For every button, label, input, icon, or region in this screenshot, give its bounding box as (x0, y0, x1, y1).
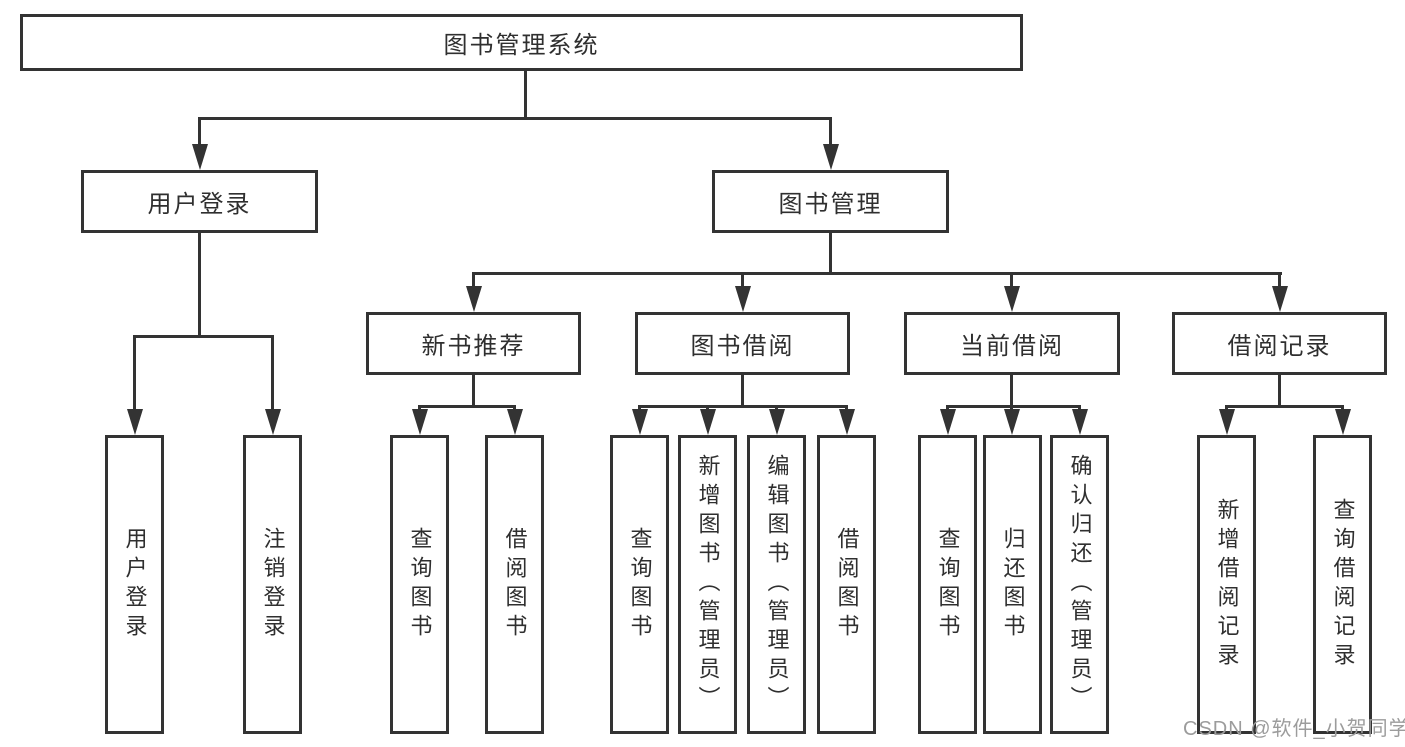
csdn-watermark: CSDN @软件_小贺同学 (1183, 718, 1405, 740)
leaf-borrow-books: 借阅图书 (485, 435, 544, 734)
leaf-edit-book-admin: 编辑图书（管理员） (747, 435, 806, 734)
arrow-down-icon (632, 409, 648, 435)
connector-book-borrow-branch (638, 405, 848, 408)
node-new-book-recommend: 新书推荐 (366, 312, 581, 375)
connector-new-book-stem (472, 375, 475, 408)
arrow-down-icon (940, 409, 956, 435)
connector-stub-current-borrow (1010, 272, 1013, 290)
connector-l2-branch (472, 272, 1282, 275)
arrow-down-icon (265, 409, 281, 435)
connector-stub-book-borrow (741, 272, 744, 290)
arrow-down-icon (1004, 286, 1020, 312)
arrow-down-icon (1219, 409, 1235, 435)
connector-current-borrow-branch (946, 405, 1081, 408)
node-user-login: 用户登录 (81, 170, 318, 233)
arrow-down-icon (769, 409, 785, 435)
arrow-down-icon (192, 144, 208, 170)
connector-user-login-branch (133, 335, 274, 338)
connector-stub-new-book (472, 272, 475, 290)
arrow-down-icon (1072, 409, 1088, 435)
leaf-query-borrow-record: 查询借阅记录 (1313, 435, 1372, 734)
arrow-down-icon (700, 409, 716, 435)
connector-current-borrow-stem (1010, 375, 1013, 408)
leaf-query-books: 查询图书 (610, 435, 669, 734)
leaf-logout: 注销登录 (243, 435, 302, 734)
arrow-down-icon (127, 409, 143, 435)
leaf-user-login: 用户登录 (105, 435, 164, 734)
node-book-borrow: 图书借阅 (635, 312, 850, 375)
connector-root-stem (524, 71, 527, 120)
leaf-borrow-books: 借阅图书 (817, 435, 876, 734)
arrow-down-icon (1335, 409, 1351, 435)
connector-stub-borrow-record (1278, 272, 1281, 290)
arrow-down-icon (823, 144, 839, 170)
connector-borrow-record-stem (1278, 375, 1281, 408)
connector-book-management-stem (829, 233, 832, 275)
connector-l1-branch (198, 117, 832, 120)
arrow-down-icon (1272, 286, 1288, 312)
connector-new-book-branch (418, 405, 516, 408)
leaf-confirm-return-admin: 确认归还（管理员） (1050, 435, 1109, 734)
connector-stub-leaf-user-login (133, 335, 136, 413)
arrow-down-icon (507, 409, 523, 435)
arrow-down-icon (466, 286, 482, 312)
arrow-down-icon (412, 409, 428, 435)
connector-stub-leaf-logout (271, 335, 274, 413)
node-book-management: 图书管理 (712, 170, 949, 233)
arrow-down-icon (839, 409, 855, 435)
arrow-down-icon (735, 286, 751, 312)
leaf-return-books: 归还图书 (983, 435, 1042, 734)
connector-stub-user-login (198, 117, 201, 148)
connector-borrow-record-branch (1225, 405, 1344, 408)
node-current-borrow: 当前借阅 (904, 312, 1120, 375)
connector-stub-book-management (829, 117, 832, 148)
leaf-add-book-admin: 新增图书（管理员） (678, 435, 737, 734)
arrow-down-icon (1004, 409, 1020, 435)
leaf-query-books: 查询图书 (390, 435, 449, 734)
connector-book-borrow-stem (741, 375, 744, 408)
leaf-query-books: 查询图书 (918, 435, 977, 734)
node-library-management-system: 图书管理系统 (20, 14, 1023, 71)
leaf-add-borrow-record: 新增借阅记录 (1197, 435, 1256, 734)
node-borrow-record: 借阅记录 (1172, 312, 1387, 375)
connector-user-login-stem (198, 233, 201, 338)
